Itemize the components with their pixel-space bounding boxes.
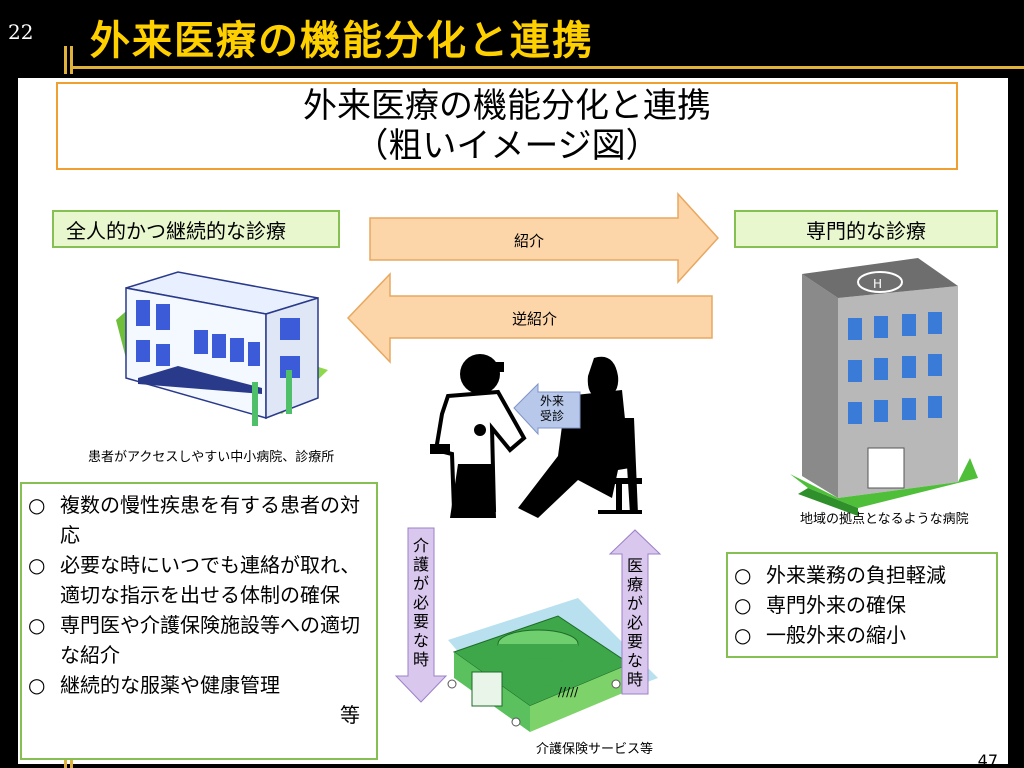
diagram-title: 外来医療の機能分化と連携 xyxy=(303,86,711,126)
medical-needed-char: 要 xyxy=(626,632,643,651)
care-needed-char: 時 xyxy=(412,650,429,669)
bullet-circle: ○ xyxy=(28,613,46,637)
medical-needed-char: が xyxy=(626,594,643,613)
diagram-subtitle: （粗いイメージ図） xyxy=(354,126,660,166)
slide-content-panel: 外来医療の機能分化と連携 （粗いイメージ図） 全人的かつ継続的な診療 専門的な診… xyxy=(18,78,1008,764)
bullet-circle: ○ xyxy=(28,673,46,697)
bullet-circle: ○ xyxy=(28,493,46,517)
care-facility-building-icon: ///// xyxy=(447,598,658,732)
bullet-circle: ○ xyxy=(734,623,752,647)
list-item-text: 外来業務の負担軽減 xyxy=(766,563,946,587)
list-item-text: 専門医や介護保険施設等への適切な紹介 xyxy=(60,613,360,667)
care-needed-char: 護 xyxy=(412,555,429,574)
care-facility-caption: 介護保険サービス等 xyxy=(536,742,654,757)
gold-rule-bottom-left xyxy=(64,760,67,768)
diagram-graphics: H ///// xyxy=(116,192,978,732)
medical-needed-char: 必 xyxy=(626,613,643,632)
care-needed-char: が xyxy=(412,574,429,593)
list-item-text: 専門外来の確保 xyxy=(766,593,906,617)
medical-needed-label: 医 療 が 必 要 な 時 xyxy=(625,556,645,689)
referral-arrow xyxy=(369,192,720,284)
list-item-text: 必要な時にいつでも連絡が取れ、適切な指示を出せる体制の確保 xyxy=(60,553,361,607)
svg-text:H: H xyxy=(873,277,882,291)
diagram-title-box: 外来医療の機能分化と連携 （粗いイメージ図） xyxy=(56,82,958,170)
list-item: ○ 専門外来の確保 xyxy=(728,590,996,620)
medical-needed-char: 療 xyxy=(626,575,643,594)
list-suffix: 等 xyxy=(340,703,360,727)
outpatient-visit-label: 外来 受診 xyxy=(540,394,564,424)
list-item-text: 一般外来の縮小 xyxy=(766,623,906,647)
gold-rule-vertical-2 xyxy=(70,46,73,74)
bullet-circle: ○ xyxy=(28,553,46,577)
care-needed-char: 要 xyxy=(412,612,429,631)
care-needed-char: 必 xyxy=(412,593,429,612)
list-item: ○ 外来業務の負担軽減 xyxy=(728,560,996,590)
list-item: ○ 継続的な服薬や健康管理 xyxy=(22,670,376,700)
hospital-building-icon: H xyxy=(790,258,978,516)
list-item-text: 複数の慢性疾患を有する患者の対応 xyxy=(60,493,360,547)
medical-needed-char: な xyxy=(626,651,643,670)
list-item-text: 継続的な服薬や健康管理 xyxy=(60,673,280,697)
clinic-caption: 患者がアクセスしやすい中小病院、診療所 xyxy=(88,450,335,465)
gold-rule-bottom-left-2 xyxy=(70,760,73,768)
outpatient-visit-label-line1: 外来 xyxy=(540,394,565,408)
gold-rule-vertical xyxy=(64,46,67,74)
doctor-patient-icon xyxy=(430,354,642,518)
left-category-label: 全人的かつ継続的な診療 xyxy=(52,210,340,248)
hospital-caption: 地域の拠点となるような病院 xyxy=(800,512,969,527)
care-needed-down-arrow xyxy=(394,527,448,703)
care-needed-char: 介 xyxy=(412,536,429,555)
slide-number: 22 xyxy=(8,20,34,44)
medical-needed-up-arrow xyxy=(608,529,662,695)
right-category-label: 専門的な診療 xyxy=(734,210,998,248)
reverse-referral-label: 逆紹介 xyxy=(512,310,558,328)
referral-label: 紹介 xyxy=(514,232,545,250)
outpatient-visit-label-line2: 受診 xyxy=(540,409,565,423)
right-function-list: ○ 外来業務の負担軽減 ○ 専門外来の確保 ○ 一般外来の縮小 xyxy=(726,552,998,658)
svg-text://///: ///// xyxy=(558,685,579,699)
list-item: ○ 必要な時にいつでも連絡が取れ、適切な指示を出せる体制の確保 xyxy=(22,550,376,610)
page-corner-number: 47 xyxy=(977,751,998,764)
left-function-list: ○ 複数の慢性疾患を有する患者の対応 ○ 必要な時にいつでも連絡が取れ、適切な指… xyxy=(20,482,378,760)
slide-title: 外来医療の機能分化と連携 xyxy=(90,18,594,64)
clinic-building-icon xyxy=(116,271,328,426)
reverse-referral-arrow xyxy=(346,272,713,364)
care-needed-char: な xyxy=(412,631,429,650)
medical-needed-char: 医 xyxy=(626,556,643,575)
outpatient-visit-arrow xyxy=(513,382,581,436)
care-needed-label: 介 護 が 必 要 な 時 xyxy=(411,536,431,669)
list-item: ○ 複数の慢性疾患を有する患者の対応 xyxy=(22,490,376,550)
bullet-circle: ○ xyxy=(734,563,752,587)
list-item: ○ 専門医や介護保険施設等への適切な紹介 xyxy=(22,610,376,670)
bullet-circle: ○ xyxy=(734,593,752,617)
medical-needed-char: 時 xyxy=(626,670,643,689)
list-item: ○ 一般外来の縮小 xyxy=(728,620,996,650)
gold-rule-top xyxy=(70,66,1024,69)
